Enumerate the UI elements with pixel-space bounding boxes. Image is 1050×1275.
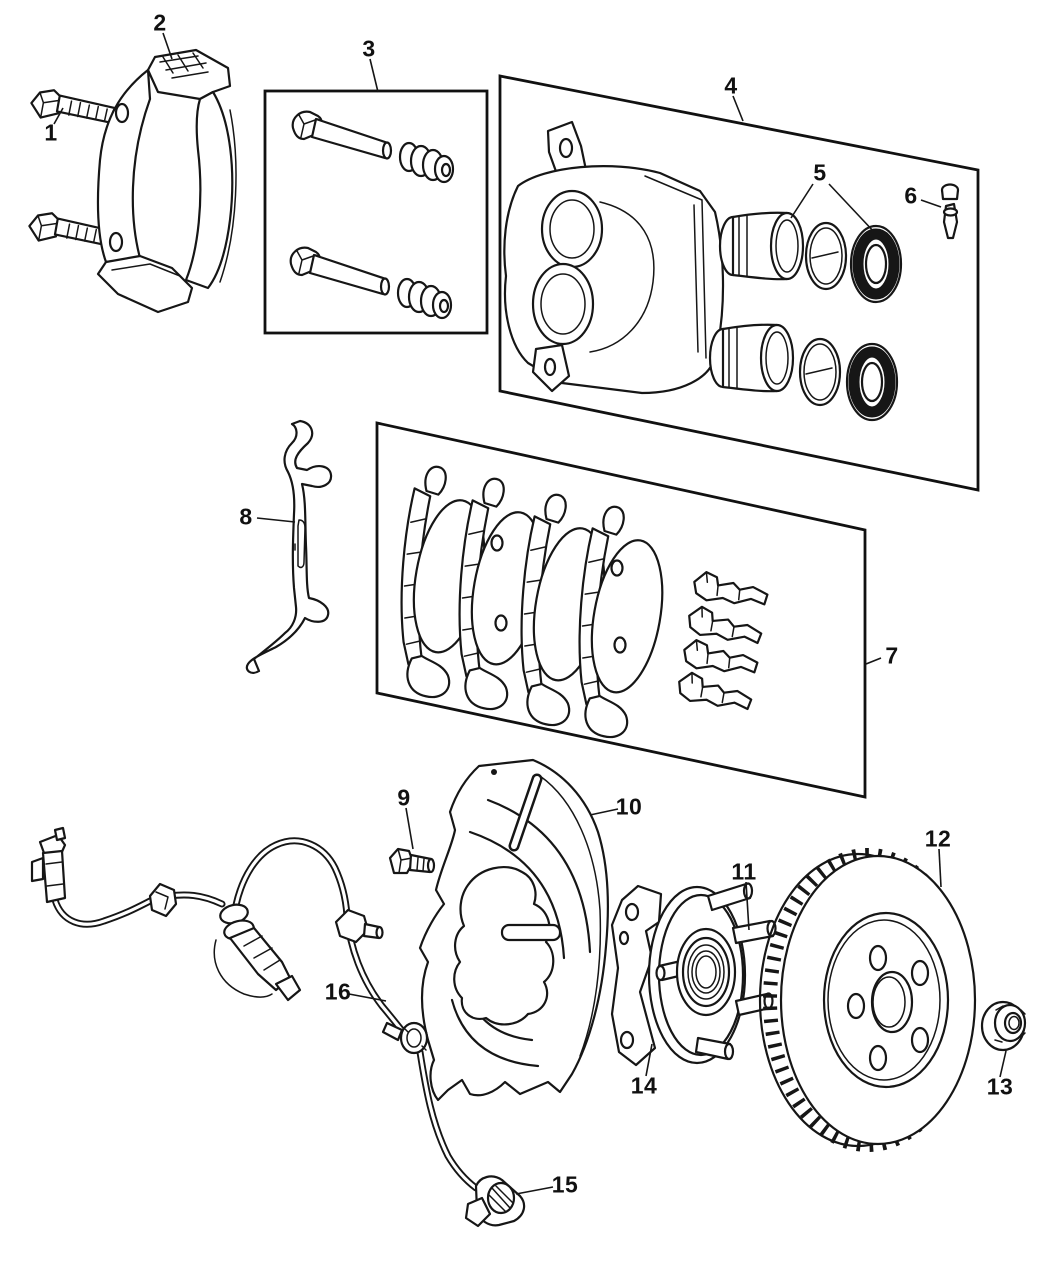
leader-line-5b [828,183,877,235]
callout-16[interactable]: 16 [324,978,352,1005]
leader-line-5a [790,183,814,219]
leader-lines [53,32,1007,1195]
leader-line-8 [256,517,296,523]
callout-7[interactable]: 7 [885,642,899,669]
callout-10[interactable]: 10 [615,793,643,820]
callout-9[interactable]: 9 [397,784,411,811]
leader-line-11 [745,881,750,931]
part-hub-bearing [610,882,777,1067]
leader-line-6 [920,199,942,208]
part-brake-rotor [758,848,977,1152]
callout-14[interactable]: 14 [630,1072,658,1099]
callout-13[interactable]: 13 [986,1073,1014,1100]
part-guide-pin-kit [263,89,489,335]
part-caliper [503,120,725,395]
part-caliper-adapter [96,48,237,314]
leader-line-9 [405,807,414,850]
part-sensor-bolt [388,847,436,875]
callout-2[interactable]: 2 [153,9,167,36]
leader-line-10 [589,808,619,816]
leader-line-4 [732,95,744,122]
part-support-spring-clip [245,419,333,674]
callout-5[interactable]: 5 [813,159,827,186]
callout-8[interactable]: 8 [239,503,253,530]
part-bleeder-screw [940,183,960,240]
callout-3[interactable]: 3 [362,35,376,62]
part-pad-retainer-clips [675,569,771,713]
part-sensor-tip [464,1175,526,1228]
leader-line-13 [999,1050,1007,1078]
leader-line-16 [348,993,387,1002]
callout-15[interactable]: 15 [551,1171,579,1198]
callout-4[interactable]: 4 [724,72,738,99]
leader-line-3 [369,58,379,93]
leader-line-12 [938,848,942,888]
part-splash-shield [418,758,609,1102]
leader-line-1 [53,107,64,125]
part-piston-seal-kit [708,211,901,420]
leader-line-14 [645,1043,653,1077]
callout-11[interactable]: 11 [731,858,757,885]
part-caliper-box [498,74,980,492]
callout-6[interactable]: 6 [904,182,918,209]
callout-1[interactable]: 1 [44,119,58,146]
leader-line-2 [162,32,173,60]
part-hub-nut [980,1000,1027,1052]
callout-12[interactable]: 12 [924,825,952,852]
part-brake-pad-kit-box [375,421,867,799]
part-abs-sensor-harness [30,826,480,1192]
part-brake-pads [394,464,676,741]
leader-line-7 [865,657,882,665]
leader-line-15 [515,1186,554,1195]
